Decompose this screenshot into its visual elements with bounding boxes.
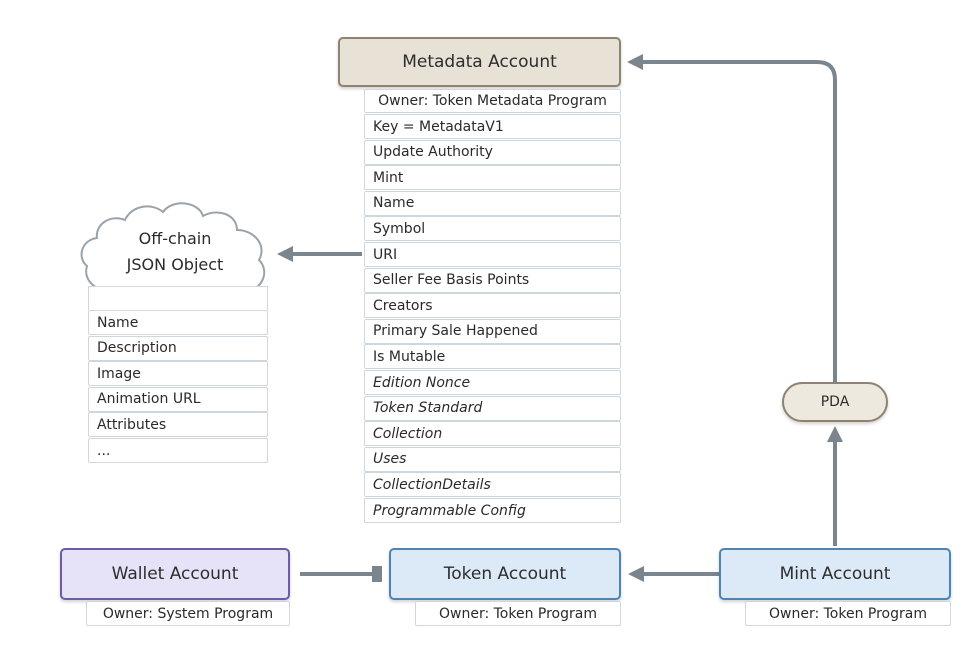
metadata-field-label: Name: [373, 195, 415, 212]
metadata-field-row: Key = MetadataV1: [364, 114, 621, 139]
metadata-field-label: Creators: [373, 297, 433, 314]
token-account-title: Token Account: [443, 564, 567, 584]
offchain-field-label: Name: [97, 314, 139, 331]
pda-node: PDA: [782, 382, 888, 422]
metadata-field-row: Primary Sale Happened: [364, 318, 621, 344]
offchain-json-cloud: [80, 202, 266, 293]
metadata-field-label: Primary Sale Happened: [373, 323, 538, 340]
metadata-field-label: Programmable Config: [373, 502, 526, 519]
arrow-pda-to-metadata: [640, 60, 837, 382]
token-account-owner: Owner: Token Program: [415, 601, 621, 626]
offchain-field-label: Description: [97, 340, 177, 357]
mint-account-owner-label: Owner: Token Program: [769, 605, 927, 622]
token-account-header: Token Account: [389, 548, 621, 600]
offchain-field-row: Image: [88, 361, 268, 387]
offchain-field-row: Name: [88, 310, 268, 335]
metadata-field-label: CollectionDetails: [373, 476, 491, 493]
metadata-field-row: Token Standard: [364, 395, 621, 421]
offchain-field-label: Image: [97, 365, 141, 382]
offchain-field-row: Attributes: [88, 412, 268, 438]
offchain-json-title-line2: JSON Object: [126, 255, 224, 274]
metadata-field-label: Collection: [373, 425, 443, 442]
token-account-owner-label: Owner: Token Program: [439, 605, 597, 622]
metadata-field-label: Symbol: [373, 220, 426, 237]
metadata-field-label: Token Standard: [373, 400, 483, 417]
metadata-field-row: Mint: [364, 165, 621, 191]
metadata-field-row: Edition Nonce: [364, 370, 621, 395]
offchain-field-row: Animation URL: [88, 386, 268, 412]
metadata-field-row: Seller Fee Basis Points: [364, 267, 621, 293]
pda-label: PDA: [820, 394, 850, 410]
metadata-field-row: Creators: [364, 293, 621, 319]
metadata-field-row: Symbol: [364, 216, 621, 242]
offchain-json-title-line1: Off-chain: [138, 229, 212, 248]
mint-account-header: Mint Account: [719, 548, 951, 600]
metadata-account-owner-label: Owner: Token Metadata Program: [378, 93, 607, 109]
metadata-field-row: Is Mutable: [364, 344, 621, 370]
mint-account-title: Mint Account: [779, 564, 891, 584]
metadata-field-label: Is Mutable: [373, 348, 446, 365]
metadata-field-label: Edition Nonce: [373, 374, 471, 391]
metadata-account-owner: Owner: Token Metadata Program: [364, 89, 621, 113]
metadata-field-label: Uses: [373, 451, 407, 468]
metadata-field-label: Update Authority: [373, 144, 493, 161]
metadata-field-label: Seller Fee Basis Points: [373, 272, 530, 289]
metadata-field-row: URI: [364, 242, 621, 267]
wallet-account-header: Wallet Account: [60, 548, 290, 600]
offchain-json-stem: [88, 286, 268, 310]
metadata-field-label: Key = MetadataV1: [373, 118, 504, 135]
metadata-account-title: Metadata Account: [402, 52, 557, 72]
offchain-field-label: ...: [97, 442, 111, 459]
metadata-field-row: Collection: [364, 421, 621, 447]
metadata-field-label: URI: [373, 246, 398, 263]
offchain-field-label: Animation URL: [97, 391, 201, 408]
metadata-account-header: Metadata Account: [338, 37, 621, 87]
metadata-field-label: Mint: [373, 169, 404, 186]
offchain-field-row: ...: [88, 438, 268, 463]
metadata-field-row: Programmable Config: [364, 498, 621, 523]
mint-account-owner: Owner: Token Program: [745, 601, 951, 626]
metadata-field-row: Name: [364, 190, 621, 216]
metadata-field-row: Uses: [364, 446, 621, 472]
metadata-field-row: CollectionDetails: [364, 472, 621, 498]
offchain-field-label: Attributes: [97, 416, 167, 433]
wallet-account-owner: Owner: System Program: [86, 601, 290, 626]
wallet-account-owner-label: Owner: System Program: [102, 605, 274, 622]
wallet-account-title: Wallet Account: [111, 564, 239, 584]
offchain-json-title: Off-chain JSON Object: [95, 226, 255, 278]
offchain-field-row: Description: [88, 335, 268, 361]
metadata-field-row: Update Authority: [364, 139, 621, 165]
